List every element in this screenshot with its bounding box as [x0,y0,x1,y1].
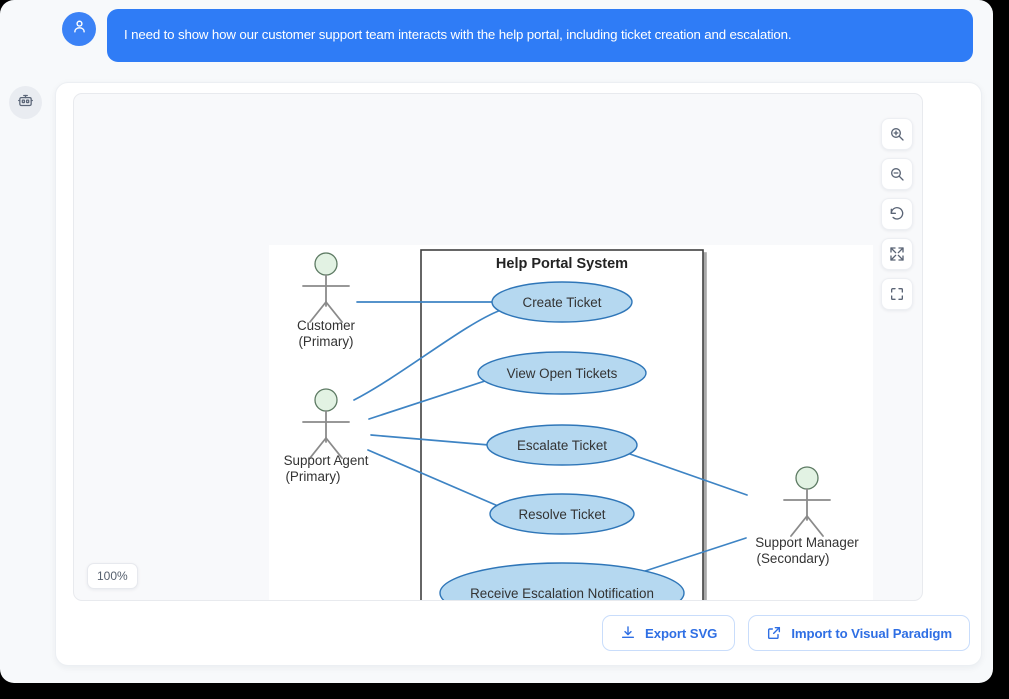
export-svg-label: Export SVG [645,625,718,641]
actor-support-manager[interactable]: Support Manager (Secondary) [755,466,859,566]
zoom-level-badge[interactable]: 100% [87,563,138,589]
import-label: Import to Visual Paradigm [791,625,952,641]
use-case-ellipse [477,351,647,395]
assoc-agent-view-open-tickets [368,380,486,420]
actor-head [314,252,338,276]
user-person-icon [71,18,88,40]
assoc-agent-resolve-ticket [367,449,499,507]
actor-head [314,388,338,412]
assoc-manager-receive-notification [638,537,747,574]
use-case-ellipse [489,493,635,535]
diagram-canvas-panel[interactable]: Help Portal System Create Ticket View Op… [73,93,923,601]
assistant-avatar [9,86,42,119]
use-case-create-ticket[interactable]: Create Ticket [491,281,633,323]
association-lines [353,301,748,574]
actor-customer[interactable]: Customer (Primary) [297,252,356,349]
actor-role: (Secondary) [757,551,830,566]
use-case-label: View Open Tickets [507,366,618,381]
robot-bot-icon [17,92,34,114]
assoc-agent-escalate-ticket [370,434,490,446]
actor-name: Support Agent [284,453,369,468]
card-action-bar: Export SVG Import to Visual Paradigm [602,615,970,651]
fit-screen-button[interactable] [881,238,913,270]
export-svg-button[interactable]: Export SVG [602,615,736,651]
use-case-escalate-ticket[interactable]: Escalate Ticket [486,424,638,466]
maximize-arrows-icon [889,246,905,262]
use-case-label: Receive Escalation Notification [470,586,654,601]
actor-body [302,274,350,323]
reset-view-button[interactable] [881,198,913,230]
actor-head [795,466,819,490]
use-case-ellipse [439,562,685,600]
download-icon [620,625,636,641]
uml-use-case-diagram: Help Portal System Create Ticket View Op… [269,245,873,601]
use-case-ellipse [491,281,633,323]
user-avatar [62,12,96,46]
use-case-view-open-tickets[interactable]: View Open Tickets [477,351,647,395]
diagram-toolbar [881,118,913,310]
actor-body [783,488,831,537]
zoom-out-icon [889,166,905,182]
use-case-receive-escalation-notification[interactable]: Receive Escalation Notification [439,562,685,601]
assoc-agent-create-ticket [353,309,502,401]
user-message-bubble: I need to show how our customer support … [107,9,973,62]
system-boundary-title: Help Portal System [496,256,628,272]
use-case-label: Resolve Ticket [518,507,605,522]
rotate-ccw-icon [889,206,905,222]
fullscreen-brackets-icon [889,286,905,302]
import-visual-paradigm-button[interactable]: Import to Visual Paradigm [748,615,970,651]
zoom-in-icon [889,126,905,142]
external-link-icon [766,625,782,641]
use-case-label: Escalate Ticket [517,438,607,453]
actor-body [302,410,350,459]
zoom-in-button[interactable] [881,118,913,150]
actor-name: Support Manager [755,535,859,550]
fullscreen-button[interactable] [881,278,913,310]
actor-name: Customer [297,318,356,333]
actor-support-agent[interactable]: Support Agent (Primary) [284,388,369,484]
app-window: I need to show how our customer support … [0,0,993,683]
use-case-ellipse [486,424,638,466]
zoom-out-button[interactable] [881,158,913,190]
use-case-label: Create Ticket [523,295,602,310]
use-case-shapes: Create Ticket View Open Tickets Escalate… [439,281,685,601]
actor-role: (Primary) [298,334,353,349]
diagram-card: Help Portal System Create Ticket View Op… [55,82,982,666]
use-case-resolve-ticket[interactable]: Resolve Ticket [489,493,635,535]
actor-role: (Primary) [285,469,340,484]
user-message-row: I need to show how our customer support … [62,9,982,67]
assoc-escalate-ticket-manager [629,453,748,496]
